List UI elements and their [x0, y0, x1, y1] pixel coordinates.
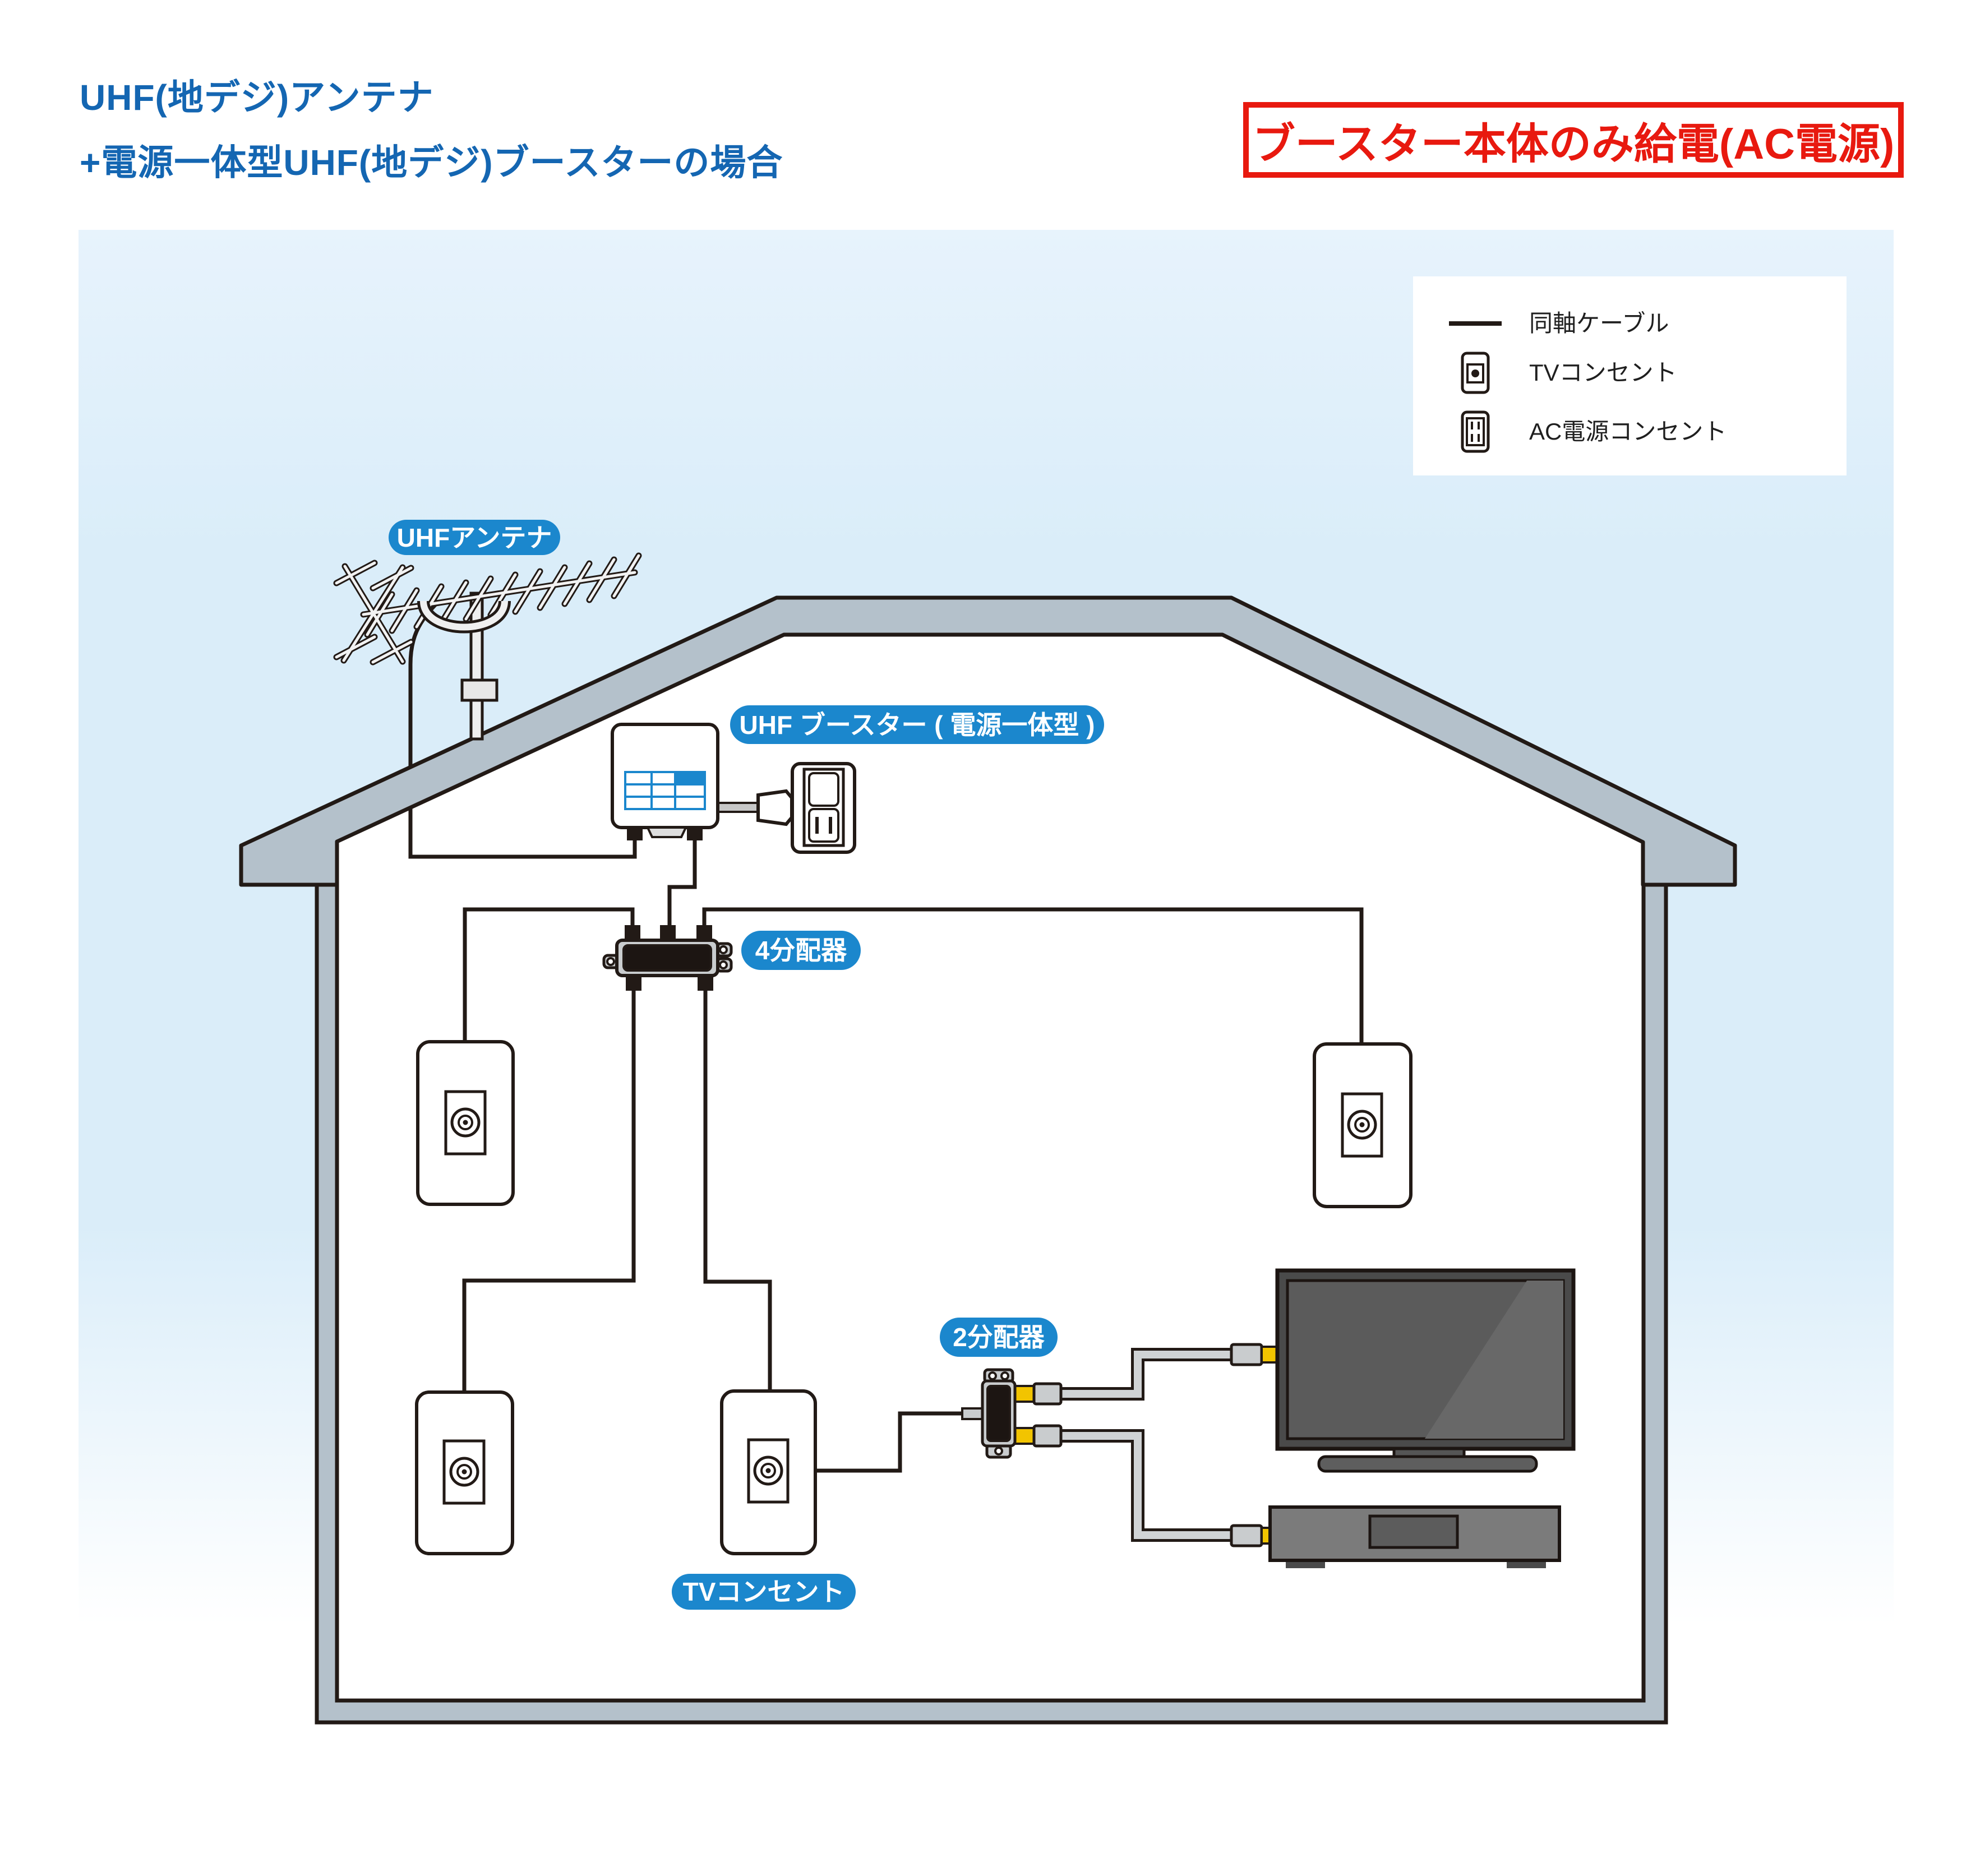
outlet-upper-right — [1313, 1042, 1413, 1208]
coax-wires — [408, 601, 1364, 1473]
tv — [1275, 1268, 1576, 1473]
antenna-mast-clamp — [460, 678, 498, 702]
wire-booster-to-splitter4 — [667, 835, 697, 928]
splitter2-output-bottom-yellow — [1014, 1427, 1035, 1445]
wire-splitter4-to-outlet-upper-right — [702, 907, 1364, 1044]
badge-uhf-booster: UHF ブースター ( 電源一体型 ) — [730, 705, 1104, 744]
badge-tv-outlet: TVコンセント — [672, 1574, 856, 1610]
splitter2-face — [986, 1385, 1011, 1442]
recorder-foot-left — [1286, 1560, 1325, 1568]
tv-screen-sheen — [1425, 1281, 1563, 1439]
badge-splitter2: 2分配器 — [940, 1318, 1058, 1357]
page-title-line1: UHF(地デジ)アンテナ — [80, 77, 434, 118]
device-cables — [1061, 1348, 1234, 1542]
power-note-box: ブースター本体のみ給電(AC電源) — [1243, 102, 1904, 178]
booster-bracket — [645, 826, 688, 838]
cable-to-recorder — [1061, 1432, 1234, 1539]
outlet-lower-left — [415, 1390, 514, 1555]
recorder-connector — [1230, 1524, 1281, 1547]
splitter-4way — [602, 925, 733, 991]
tv-stand-base — [1317, 1455, 1538, 1473]
splitter2-output-top-connector — [1032, 1382, 1063, 1406]
tv-connector — [1230, 1343, 1281, 1366]
legend-label-coax: 同軸ケーブル — [1529, 310, 1669, 336]
legend-label-ac-outlet: AC電源コンセント — [1529, 418, 1727, 445]
splitter2-output-top-yellow — [1014, 1385, 1035, 1403]
splitter-2way — [961, 1368, 1063, 1459]
recorder-display — [1368, 1514, 1459, 1549]
booster-output-terminal — [687, 828, 703, 840]
outlet-upper-left — [416, 1040, 515, 1206]
splitter2-output-bottom-connector — [1032, 1424, 1063, 1448]
ac-outlet-icon — [1461, 410, 1490, 453]
tv-outlet-icon — [1461, 352, 1490, 394]
badge-uhf-antenna: UHFアンテナ — [389, 520, 560, 555]
wire-splitter4-to-outlet-lower-left — [462, 988, 636, 1392]
recorder — [1268, 1505, 1561, 1568]
wire-tv-outlet-to-splitter2 — [782, 1411, 962, 1473]
wire-splitter4-to-tv-outlet — [703, 988, 772, 1391]
page-title-line2: +電源一体型UHF(地デジ)ブースターの場合 — [80, 142, 783, 183]
antenna-mast — [469, 592, 484, 741]
wire-splitter4-to-outlet-upper-left — [463, 907, 635, 1042]
splitter4-face — [622, 944, 712, 972]
cable-to-tv — [1061, 1351, 1234, 1398]
badge-splitter4: 4分配器 — [741, 931, 861, 970]
uhf-antenna — [333, 552, 642, 741]
house-roof — [239, 595, 1737, 887]
ac-wall-outlet — [791, 762, 856, 854]
booster-grid-emblem — [624, 771, 706, 810]
outlet-tv — [720, 1389, 817, 1555]
booster-input-terminal — [627, 828, 643, 840]
recorder-foot-right — [1507, 1560, 1546, 1568]
uhf-booster-unit — [611, 723, 856, 854]
antenna-cable-loop-core — [420, 600, 508, 631]
legend-label-tv-outlet: TVコンセント — [1529, 359, 1677, 386]
